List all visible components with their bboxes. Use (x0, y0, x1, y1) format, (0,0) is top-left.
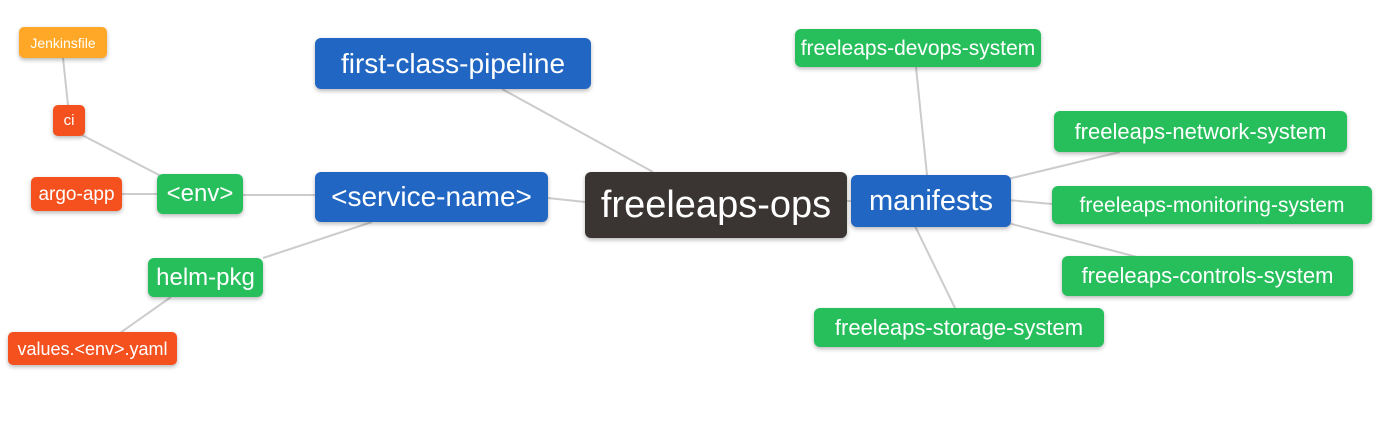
node-service-name[interactable]: <service-name> (315, 172, 548, 222)
edge-helm-pkg-service-name (262, 221, 373, 259)
edge-manifests-devops (915, 66, 928, 176)
node-freeleaps-ops-root[interactable]: freeleaps-ops (585, 172, 847, 238)
edge-jenkinsfile-ci (62, 57, 69, 106)
node-jenkinsfile[interactable]: Jenkinsfile (19, 27, 107, 58)
node-values-env-yaml[interactable]: values.<env>.yaml (8, 332, 177, 365)
edge-manifests-network (1007, 151, 1121, 180)
node-freeleaps-network-system[interactable]: freeleaps-network-system (1054, 111, 1347, 152)
edge-manifests-controls (1007, 222, 1138, 258)
edge-service-name-ops (547, 197, 586, 203)
edge-ci-env (79, 133, 162, 177)
edge-manifests-storage (914, 225, 956, 309)
node-env[interactable]: <env> (157, 174, 243, 214)
node-ci[interactable]: ci (53, 105, 85, 136)
node-freeleaps-devops-system[interactable]: freeleaps-devops-system (795, 29, 1041, 67)
node-first-class-pipeline[interactable]: first-class-pipeline (315, 38, 591, 89)
edge-manifests-monitoring (1007, 199, 1053, 205)
edge-pipeline-ops (501, 88, 654, 173)
node-freeleaps-storage-system[interactable]: freeleaps-storage-system (814, 308, 1104, 347)
node-argo-app[interactable]: argo-app (31, 177, 122, 211)
node-freeleaps-monitoring-system[interactable]: freeleaps-monitoring-system (1052, 186, 1372, 224)
node-manifests[interactable]: manifests (851, 175, 1011, 227)
node-freeleaps-controls-system[interactable]: freeleaps-controls-system (1062, 256, 1353, 296)
node-helm-pkg[interactable]: helm-pkg (148, 258, 263, 297)
edge-values-helm-pkg (119, 296, 172, 334)
